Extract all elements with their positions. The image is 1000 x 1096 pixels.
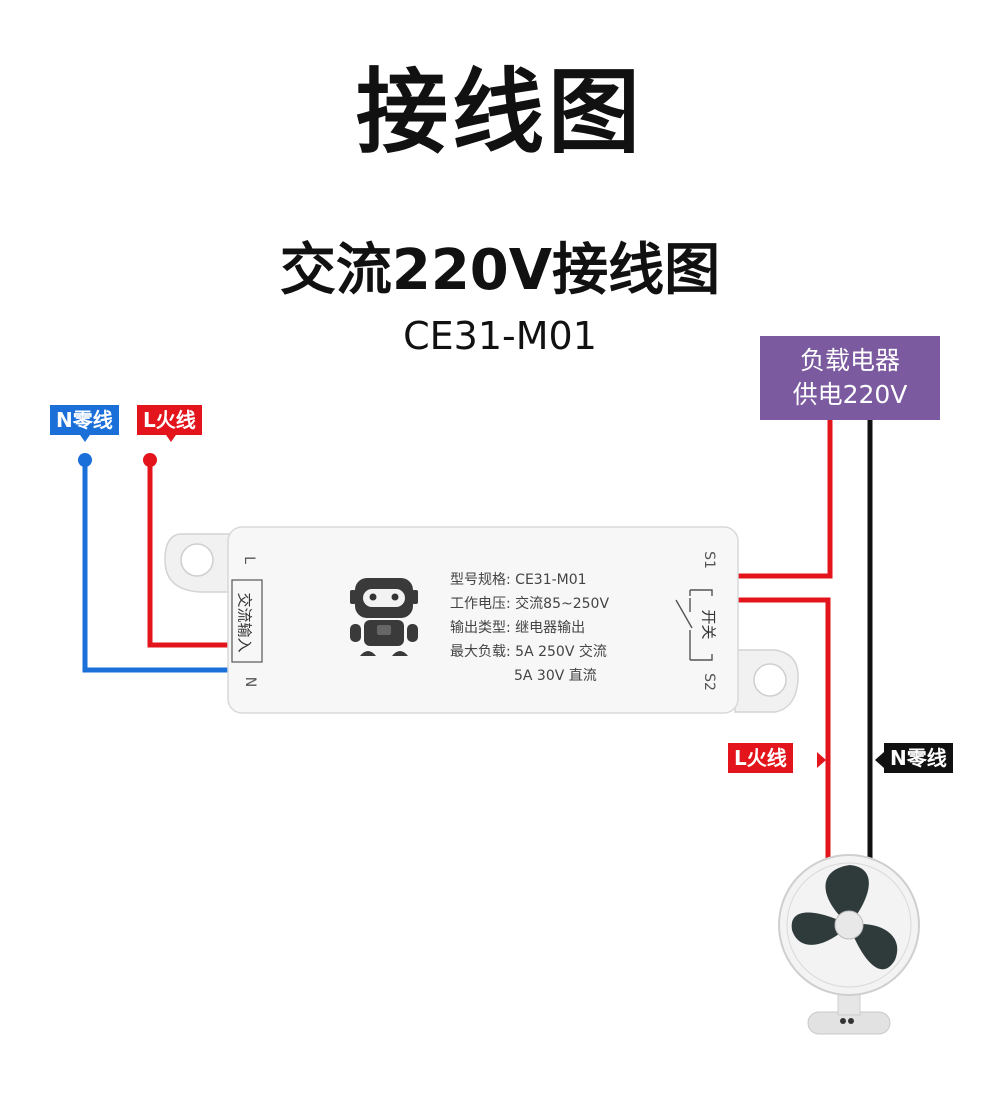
spec-row: 5A 30V 直流: [450, 664, 609, 688]
load-supply-box: 负载电器 供电220V: [760, 336, 940, 420]
terminal-s1-label: S1: [700, 551, 717, 569]
spec-row: 最大负载: 5A 250V 交流: [450, 640, 609, 664]
load-box-line1: 负载电器: [799, 346, 900, 375]
live-wire-load-supply: [732, 420, 833, 579]
live-tag-right: L火线: [728, 743, 793, 773]
diagram-subtitle: 交流220V接线图: [279, 238, 721, 303]
neutral-tag-right: N零线: [884, 743, 953, 773]
spec-value: 继电器输出: [515, 620, 586, 636]
spec-key: 输出类型:: [450, 620, 511, 636]
spec-row: 输出类型: 继电器输出: [450, 616, 609, 640]
terminal-n-label: N: [242, 676, 259, 688]
spec-key: 型号规格:: [450, 572, 511, 588]
terminal-s2-label: S2: [700, 673, 717, 691]
spec-key: 工作电压:: [450, 596, 511, 612]
neutral-tag-left: N零线: [50, 405, 119, 435]
model-code: CE31-M01: [403, 314, 597, 358]
live-tag-left: L火线: [137, 405, 202, 435]
robot-icon: [350, 578, 418, 656]
fan-icon: [778, 854, 920, 1035]
controller-module: [164, 526, 799, 714]
spec-value: CE31-M01: [515, 572, 587, 588]
page-title: 接线图: [355, 59, 644, 166]
spec-row: 工作电压: 交流85~250V: [450, 592, 609, 616]
spec-value: 交流85~250V: [515, 596, 610, 612]
relay-label: 开关: [699, 609, 718, 640]
terminal-l-label: L: [240, 556, 257, 564]
relay-switch-icon: [675, 589, 713, 661]
live-wire-to-fan: [732, 597, 831, 860]
input-label: 交流输入: [235, 592, 254, 653]
spec-value: 5A 250V 交流: [515, 644, 607, 660]
spec-key: 最大负载:: [450, 644, 511, 660]
load-box-line2: 供电220V: [792, 380, 908, 409]
spec-row: 型号规格: CE31-M01: [450, 568, 609, 592]
spec-value: 5A 30V 直流: [514, 668, 597, 684]
spec-list: 型号规格: CE31-M01 工作电压: 交流85~250V 输出类型: 继电器…: [450, 568, 609, 688]
